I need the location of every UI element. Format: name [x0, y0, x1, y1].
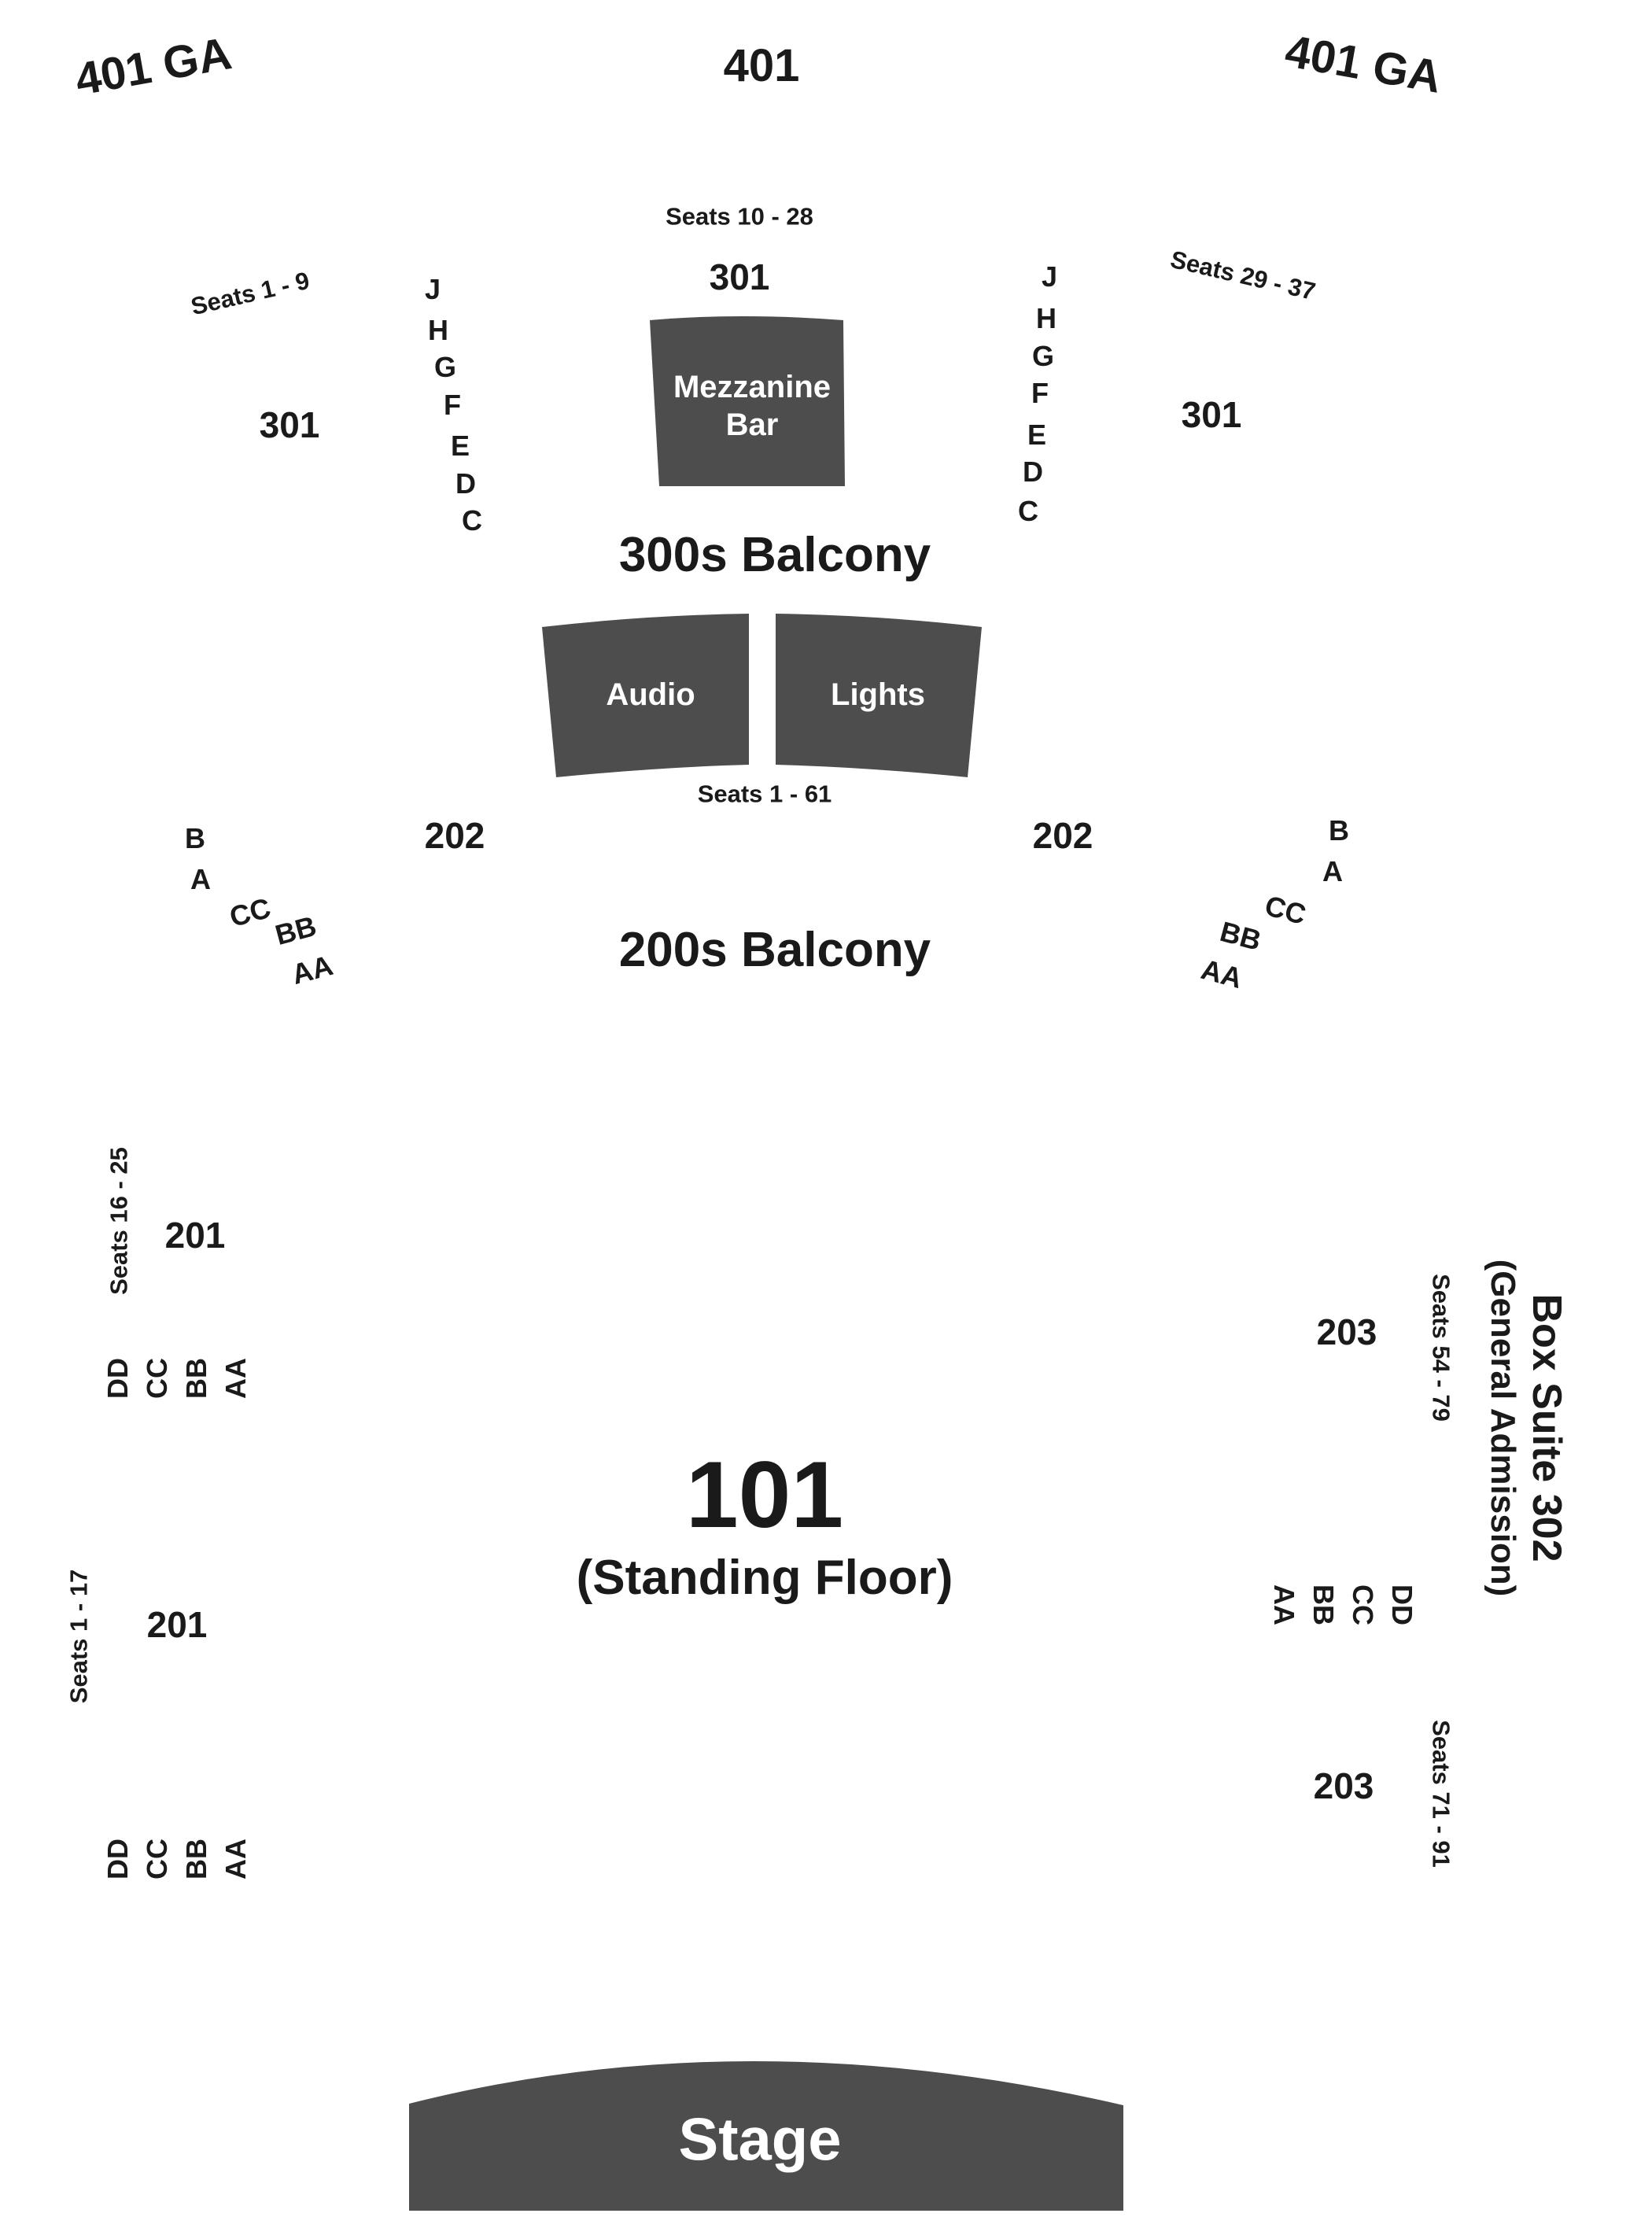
- section-201-lower[interactable]: 201: [146, 1604, 208, 1645]
- row-label: AA: [219, 1358, 252, 1399]
- row-label: DD: [1386, 1584, 1418, 1625]
- seats-203-upper: Seats 54 - 79: [1427, 1274, 1455, 1422]
- box-suite-302-subtitle: (General Admission): [1484, 1259, 1522, 1597]
- row-label: BB: [1307, 1584, 1340, 1625]
- row-label: DD: [101, 1839, 134, 1879]
- row-label: A: [190, 863, 211, 895]
- row-label: BB: [180, 1839, 212, 1879]
- stage-shape: [409, 2060, 1123, 2211]
- section-301-center[interactable]: 301: [709, 256, 770, 297]
- row-label: J: [424, 273, 441, 305]
- section-101-number[interactable]: 101: [685, 1442, 844, 1547]
- seats-201-lower: Seats 1 - 17: [65, 1569, 93, 1704]
- row-label: BB: [180, 1358, 212, 1399]
- row-label: J: [1041, 260, 1058, 293]
- row-label: A: [1322, 855, 1343, 887]
- mezzanine-bar-label: Mezzanine Bar: [673, 368, 831, 444]
- row-label: B: [1329, 814, 1349, 847]
- section-203-upper[interactable]: 203: [1316, 1311, 1377, 1352]
- row-label: G: [1031, 340, 1055, 372]
- row-label: D: [1023, 456, 1043, 488]
- seats-201-upper: Seats 16 - 25: [105, 1147, 133, 1295]
- section-202-left[interactable]: 202: [424, 815, 485, 856]
- row-label: DD: [101, 1358, 134, 1399]
- row-label: H: [1036, 302, 1056, 334]
- row-label: E: [1027, 419, 1047, 451]
- row-label: C: [462, 504, 482, 537]
- section-301-left[interactable]: 301: [259, 404, 320, 445]
- seats-200-center: Seats 1 - 61: [697, 780, 832, 808]
- stage-label: Stage: [678, 2106, 842, 2174]
- row-label: CC: [141, 1358, 173, 1399]
- row-label: H: [428, 314, 448, 346]
- seats-300-center: Seats 10 - 28: [666, 202, 813, 231]
- mezzanine-bar-shape: [650, 316, 845, 486]
- row-label: CC: [141, 1839, 173, 1879]
- row-label: CC: [1347, 1584, 1379, 1625]
- balcony-300-title: 300s Balcony: [618, 528, 931, 582]
- row-label: AA: [219, 1839, 252, 1879]
- section-301-right[interactable]: 301: [1181, 394, 1242, 435]
- section-202-right[interactable]: 202: [1032, 815, 1093, 856]
- audio-booth-shape: [542, 614, 749, 777]
- row-label: G: [433, 351, 457, 383]
- row-label: E: [450, 430, 470, 462]
- mezzanine-bar-line2: Bar: [725, 408, 779, 442]
- row-label: B: [185, 822, 205, 854]
- box-suite-302-title[interactable]: Box Suite 302: [1524, 1293, 1569, 1562]
- balcony-200-title: 200s Balcony: [618, 923, 931, 977]
- audio-booth-label: Audio: [606, 677, 695, 712]
- mezzanine-bar-line1: Mezzanine: [673, 370, 832, 404]
- lights-booth-label: Lights: [831, 677, 925, 712]
- lights-booth-shape: [776, 614, 982, 777]
- seats-203-lower: Seats 71 - 91: [1427, 1720, 1455, 1868]
- row-label: D: [455, 467, 476, 500]
- row-label: C: [1018, 495, 1038, 527]
- row-label: F: [444, 389, 461, 421]
- row-label: F: [1031, 377, 1049, 409]
- section-401-center[interactable]: 401: [723, 40, 800, 91]
- row-label: AA: [1268, 1584, 1300, 1625]
- section-201-upper[interactable]: 201: [164, 1215, 226, 1256]
- section-101-label: (Standing Floor): [576, 1551, 953, 1605]
- section-203-lower[interactable]: 203: [1313, 1765, 1374, 1806]
